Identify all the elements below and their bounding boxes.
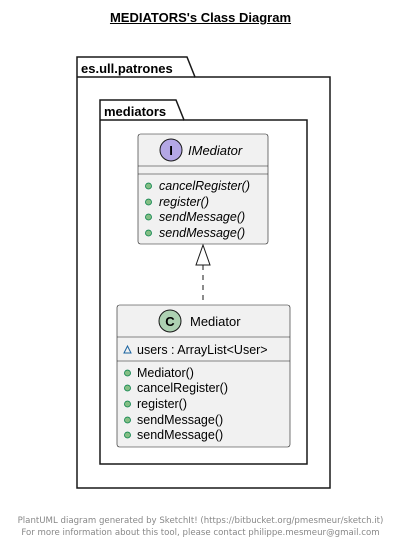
public-method-icon bbox=[124, 384, 131, 392]
class-name: Mediator bbox=[190, 314, 241, 329]
interface-method: sendMessage() bbox=[159, 226, 245, 240]
public-method-icon bbox=[145, 198, 152, 206]
package-visibility-icon bbox=[123, 344, 132, 354]
footer-generator-note: PlantUML diagram generated by SketchIt! … bbox=[17, 516, 384, 526]
class-field: users : ArrayList<User> bbox=[137, 343, 268, 357]
public-method-icon bbox=[124, 431, 131, 439]
class-stereotype-icon bbox=[158, 309, 182, 333]
class-method: register() bbox=[137, 397, 187, 411]
public-method-icon bbox=[145, 213, 152, 221]
class-method: sendMessage() bbox=[137, 428, 223, 442]
public-method-icon bbox=[145, 229, 152, 237]
public-method-icon bbox=[145, 182, 152, 190]
public-method-icon bbox=[124, 369, 131, 377]
interface-method: cancelRegister() bbox=[159, 179, 250, 193]
interface-stereotype-letter: I bbox=[169, 143, 173, 158]
class-method: sendMessage() bbox=[137, 413, 223, 427]
realization-arrow bbox=[195, 243, 211, 305]
interface-stereotype-icon bbox=[159, 138, 183, 162]
public-method-icon bbox=[124, 416, 131, 424]
public-method-icon bbox=[124, 400, 131, 408]
package-label-outer: es.ull.patrones bbox=[81, 61, 173, 76]
footer-contact-note: For more information about this tool, pl… bbox=[21, 528, 380, 538]
diagram-title: MEDIATORS's Class Diagram bbox=[109, 10, 292, 25]
interface-method: register() bbox=[159, 195, 209, 209]
interface-imediator: I IMediator cancelRegister() register() … bbox=[137, 133, 269, 245]
interface-method: sendMessage() bbox=[159, 210, 245, 224]
interface-name: IMediator bbox=[188, 143, 243, 158]
class-stereotype-letter: C bbox=[165, 314, 175, 329]
class-method: cancelRegister() bbox=[137, 381, 228, 395]
class-mediator: C Mediator users : ArrayList<User> Media… bbox=[116, 304, 291, 448]
class-method: Mediator() bbox=[137, 366, 194, 380]
package-label-inner: mediators bbox=[104, 104, 166, 119]
